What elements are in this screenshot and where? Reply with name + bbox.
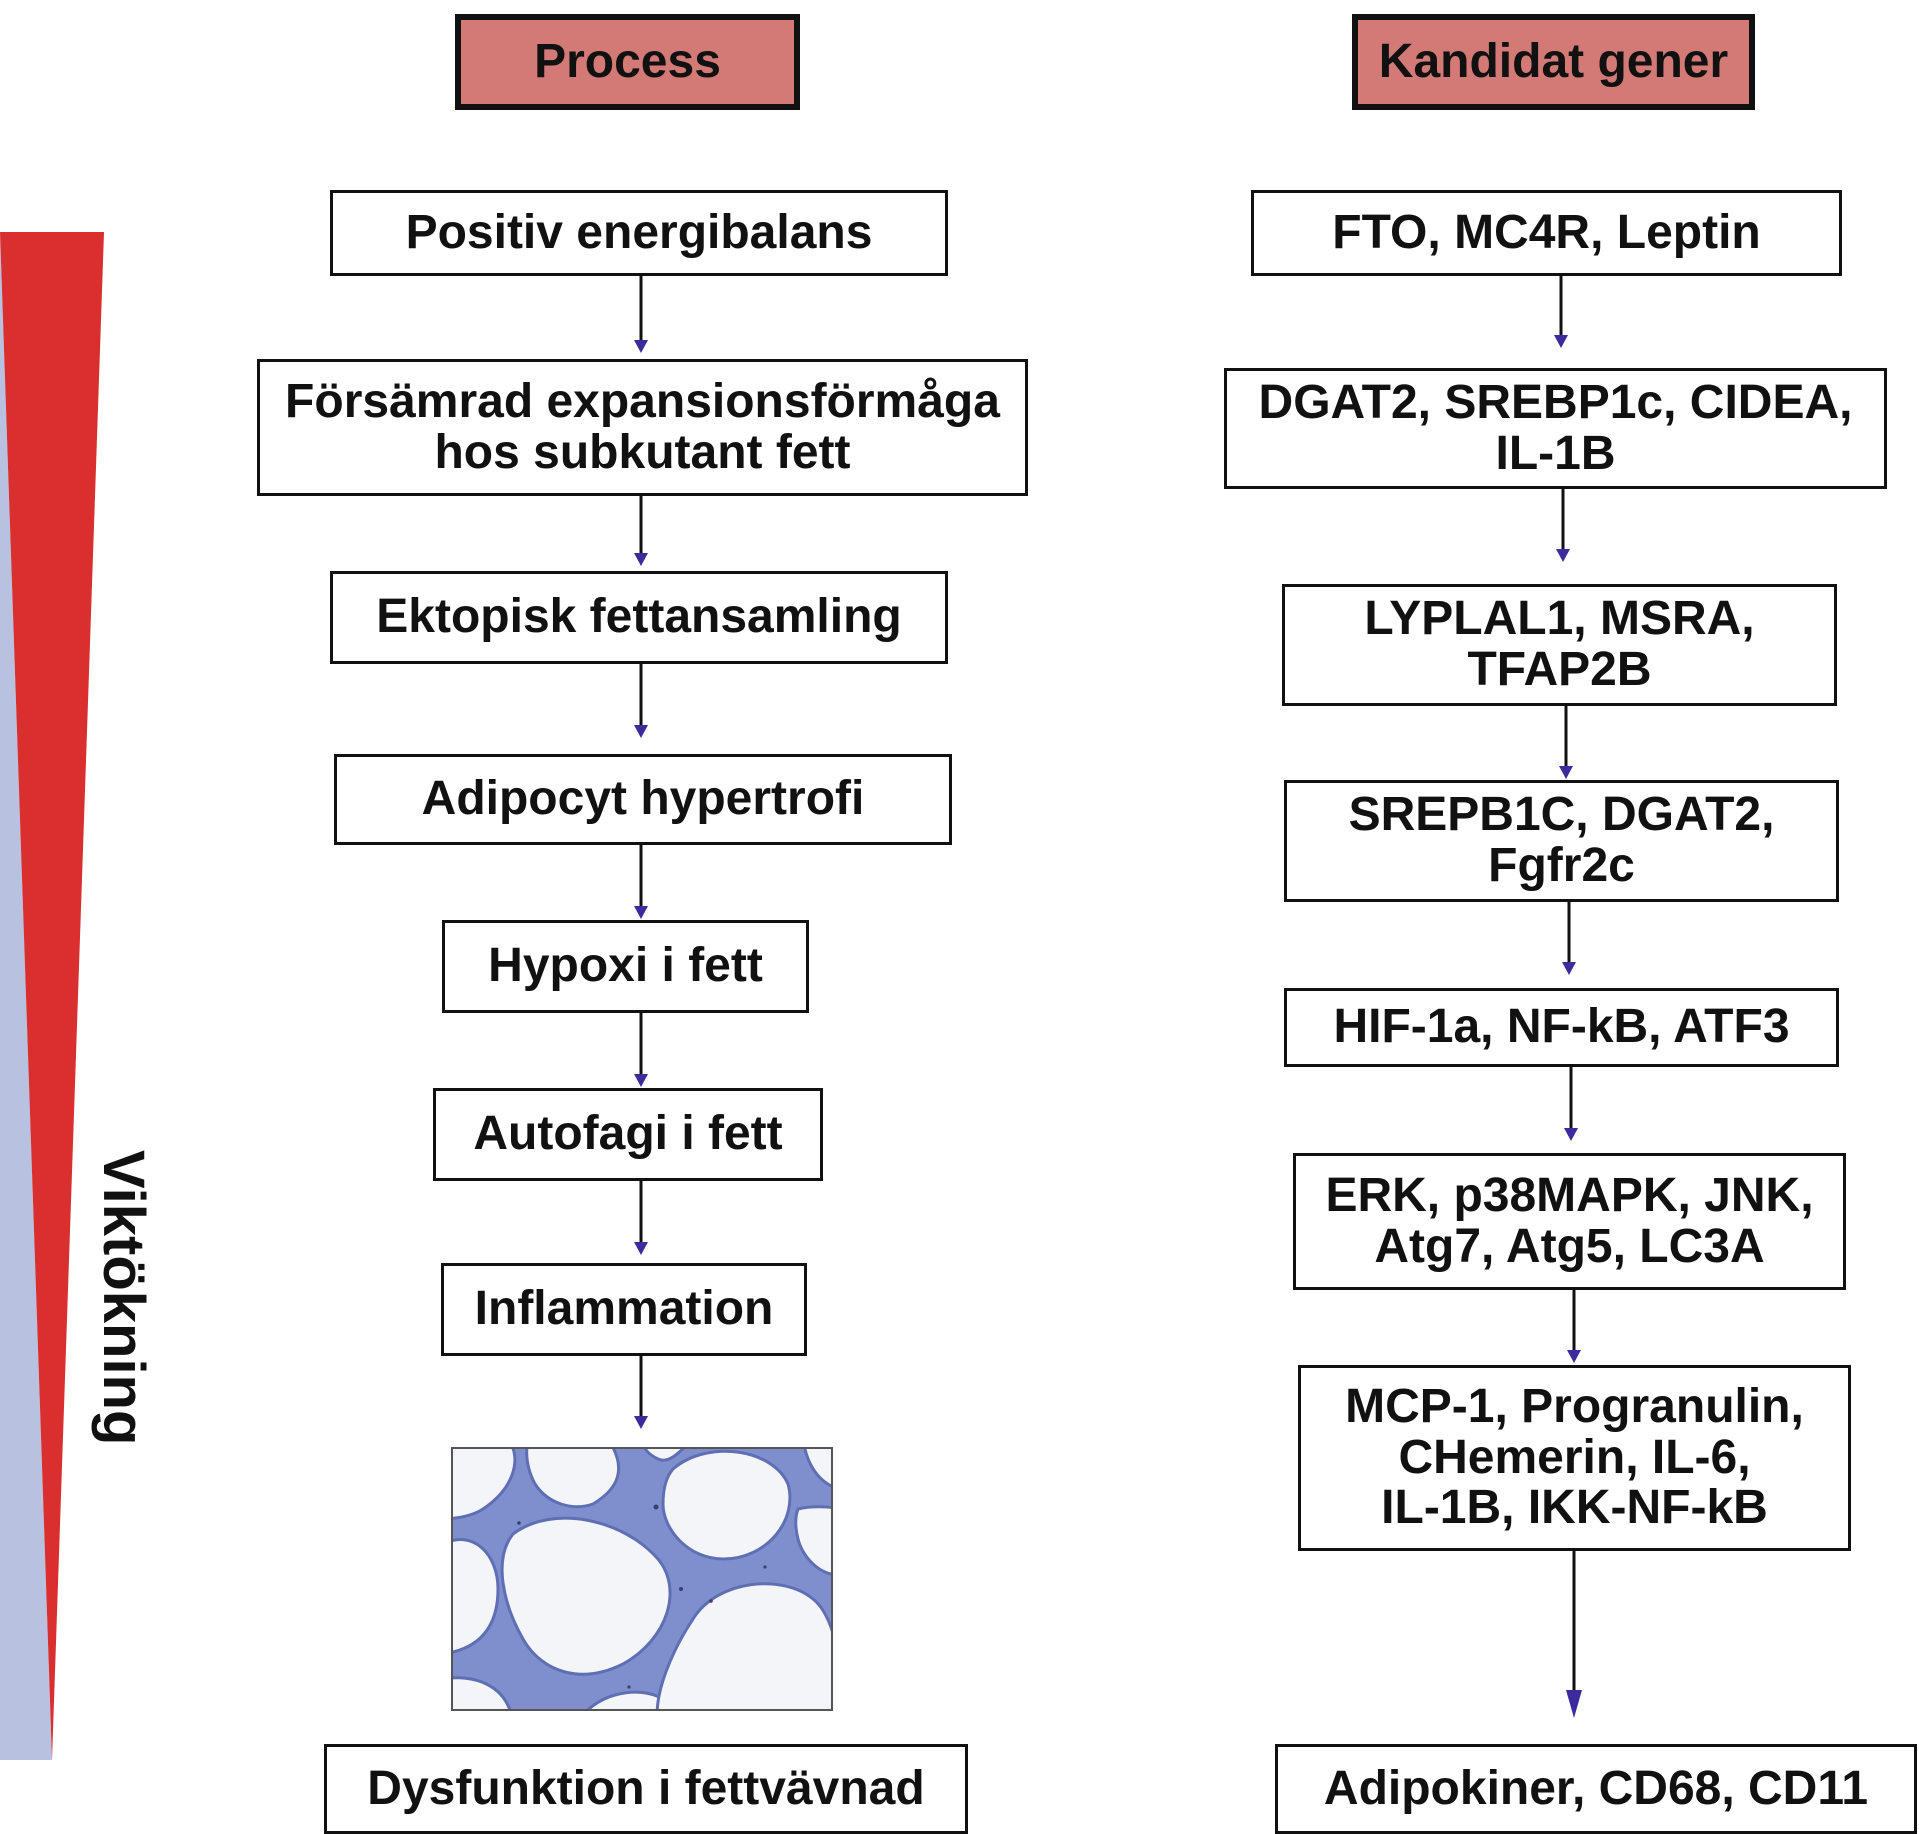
adipocyte-cell (643, 1449, 685, 1462)
process-arrows (634, 275, 648, 1429)
adipose-tissue-micrograph (451, 1447, 833, 1711)
process-step-positive-energy-balance: Positiv energibalans (330, 190, 948, 276)
gene-arrowhead-7 (1566, 1690, 1582, 1718)
process-arrowhead-2 (634, 553, 648, 566)
adipocyte-cell (453, 1676, 511, 1709)
gene-box-adipokiner: Adipokiner, CD68, CD11 (1275, 1744, 1917, 1834)
process-step-ectopic-fat: Ektopisk fettansamling (330, 571, 948, 664)
adipocyte-cell (525, 1449, 621, 1509)
gene-arrows (1554, 275, 1582, 1718)
process-step-adipocyte-hypertrophy: Adipocyt hypertrofi (334, 754, 952, 845)
process-step-autophagy: Autofagi i fett (433, 1088, 823, 1181)
gene-arrowhead-4 (1562, 962, 1576, 975)
gene-box-lyplal1: LYPLAL1, MSRA, TFAP2B (1282, 584, 1837, 706)
gene-box-mcp1-progranulin: MCP-1, Progranulin, CHemerin, IL-6, IL-1… (1298, 1365, 1851, 1551)
adipocyte-cell (655, 1582, 831, 1709)
adipocyte-cell (500, 1516, 672, 1676)
process-header: Process (455, 14, 800, 110)
gene-box-srepb1c: SREPB1C, DGAT2, Fgfr2c (1284, 780, 1839, 902)
process-step-inflammation: Inflammation (441, 1263, 807, 1356)
process-arrowhead-5 (634, 1074, 648, 1087)
process-arrowhead-6 (634, 1242, 648, 1255)
process-arrowhead-7 (634, 1416, 648, 1429)
adipocyte-cell (453, 1449, 517, 1520)
gene-arrowhead-3 (1559, 766, 1573, 779)
gene-box-dgat2-srebp1c: DGAT2, SREBP1c, CIDEA, IL-1B (1224, 368, 1887, 489)
adipocyte-cell (794, 1505, 831, 1576)
genes-header: Kandidat gener (1352, 14, 1755, 110)
gene-arrowhead-1 (1554, 335, 1568, 348)
process-arrowhead-4 (634, 906, 648, 919)
process-arrowhead-3 (634, 725, 648, 738)
gene-box-fto-mc4r-leptin: FTO, MC4R, Leptin (1251, 190, 1842, 276)
adipocyte-cell (661, 1449, 792, 1561)
gene-arrowhead-6 (1567, 1350, 1581, 1363)
process-final-dysfunction: Dysfunktion i fettvävnad (324, 1744, 968, 1834)
process-step-hypoxia: Hypoxi i fett (442, 920, 809, 1013)
gene-arrowhead-5 (1564, 1128, 1578, 1141)
gene-box-hif1a: HIF-1a, NF-kB, ATF3 (1284, 988, 1839, 1067)
wedge-red-part (0, 232, 104, 1760)
gene-arrowhead-2 (1556, 549, 1570, 562)
process-step-impaired-expansion: Försämrad expansionsförmåga hos subkutan… (257, 359, 1028, 496)
adipocyte-cell (453, 1538, 500, 1654)
adipocyte-cell (803, 1449, 831, 1488)
gene-box-erk-p38mapk: ERK, p38MAPK, JNK, Atg7, Atg5, LC3A (1293, 1153, 1846, 1290)
weight-gain-label: Viktökning (91, 1150, 156, 1446)
process-arrowhead-1 (634, 340, 648, 353)
